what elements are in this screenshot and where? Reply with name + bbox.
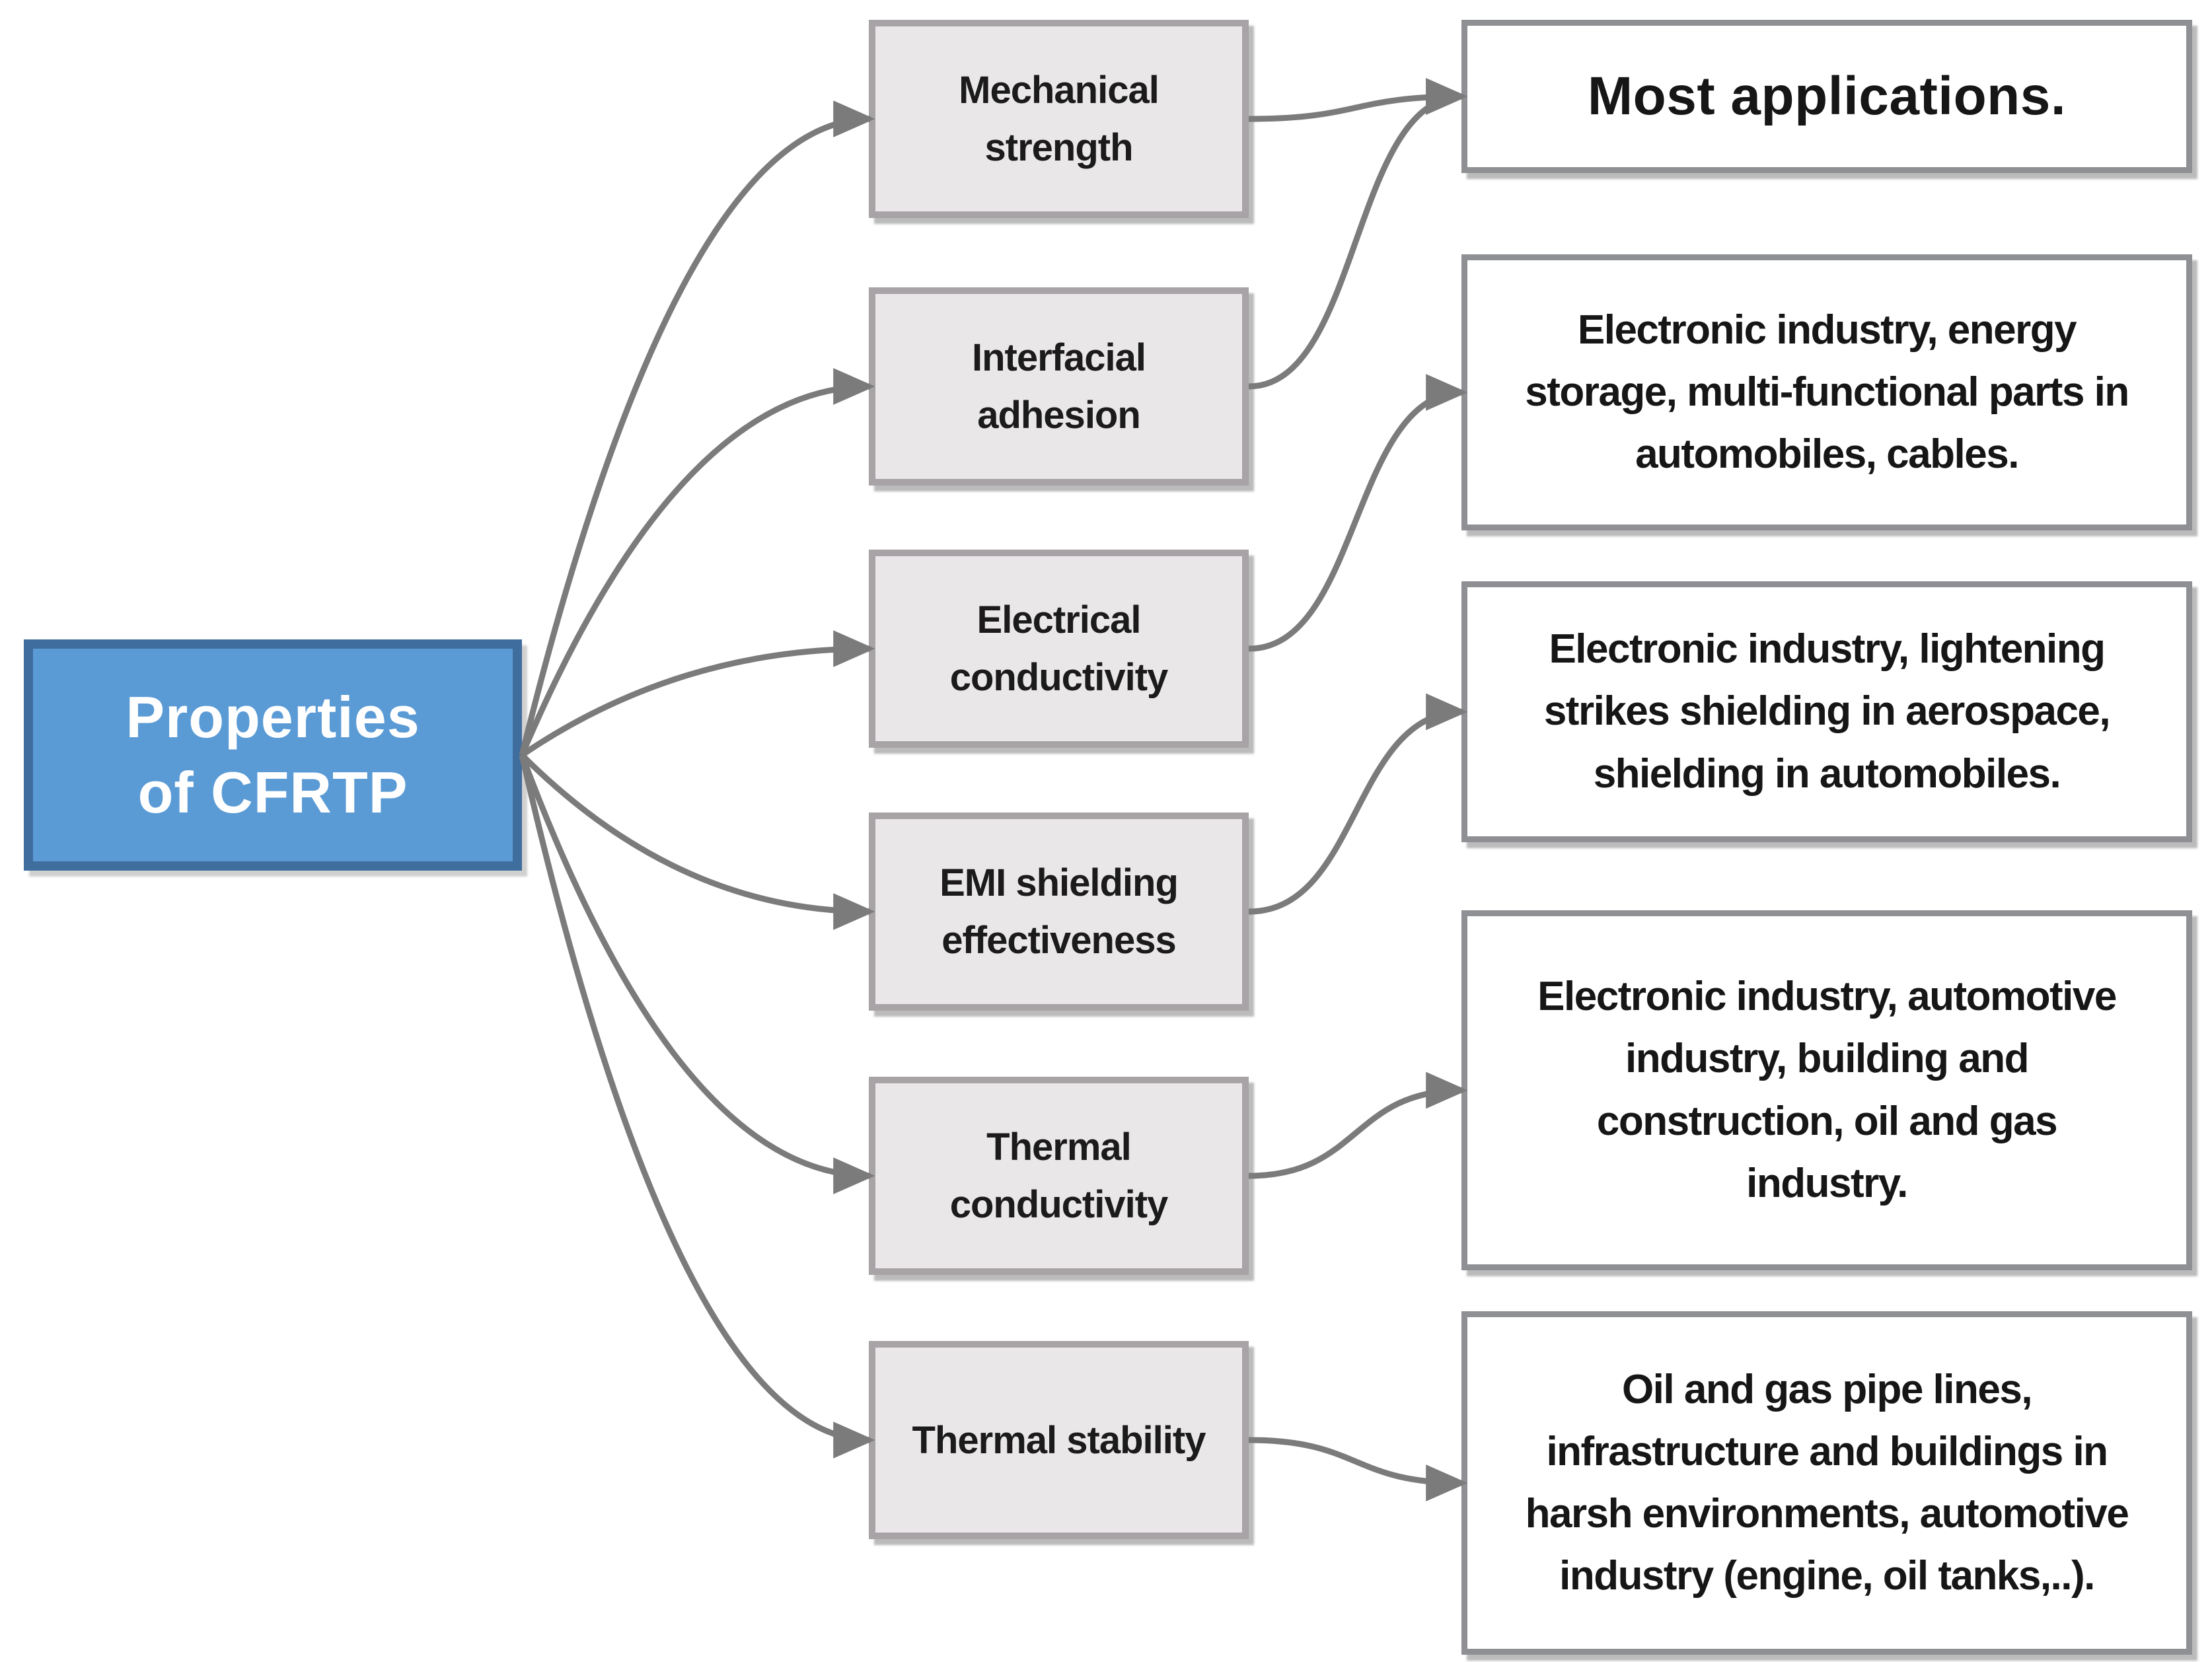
connector-arrow bbox=[1248, 78, 1468, 390]
application-label: Oil and gas pipe lines, infrastructure a… bbox=[1525, 1366, 2129, 1599]
application-box-most-applications: Most applications. bbox=[1461, 20, 2192, 173]
connector-arrow bbox=[1248, 78, 1468, 122]
application-label: Most applications. bbox=[1587, 65, 2067, 126]
connector-arrow bbox=[519, 368, 875, 756]
hub-box-properties-of-cfrtp: Properties of CFRTP bbox=[24, 639, 522, 871]
application-box-building-oil-gas: Electronic industry, automotive industry… bbox=[1461, 910, 2192, 1270]
connector-arrow bbox=[519, 754, 875, 1194]
connector-arrow bbox=[1248, 1071, 1468, 1179]
application-label: Electronic industry, energy storage, mul… bbox=[1525, 307, 2129, 478]
property-label: Thermal conductivity bbox=[949, 1126, 1169, 1226]
property-label: EMI shielding effectiveness bbox=[940, 861, 1179, 962]
connector-arrow bbox=[1248, 374, 1468, 652]
connector-arrow bbox=[1248, 1437, 1468, 1501]
property-label: Thermal stability bbox=[912, 1418, 1206, 1462]
connector-arrow bbox=[520, 630, 875, 758]
hub-label: Properties of CFRTP bbox=[126, 684, 420, 825]
property-box-electrical-conductivity: Electrical conductivity bbox=[869, 550, 1249, 748]
application-label: Electronic industry, lightening strikes … bbox=[1543, 626, 2111, 797]
application-box-pipelines-harsh-environments: Oil and gas pipe lines, infrastructure a… bbox=[1461, 1311, 2192, 1655]
property-box-emi-shielding-effectiveness: EMI shielding effectiveness bbox=[869, 813, 1249, 1011]
property-label: Mechanical strength bbox=[959, 69, 1160, 169]
connector-arrow bbox=[519, 100, 875, 756]
property-box-thermal-stability: Thermal stability bbox=[869, 1341, 1249, 1539]
connector-arrow bbox=[1248, 693, 1468, 915]
application-label: Electronic industry, automotive industry… bbox=[1537, 974, 2117, 1206]
property-label: Electrical conductivity bbox=[949, 598, 1169, 699]
connector-arrow bbox=[519, 754, 875, 1459]
application-box-aerospace-automobile-shielding: Electronic industry, lightening strikes … bbox=[1461, 581, 2192, 842]
property-box-mechanical-strength: Mechanical strength bbox=[869, 20, 1249, 218]
property-label: Interfacial adhesion bbox=[972, 336, 1146, 437]
application-box-electronics-energy-storage: Electronic industry, energy storage, mul… bbox=[1461, 254, 2192, 530]
property-box-thermal-conductivity: Thermal conductivity bbox=[869, 1077, 1249, 1275]
property-box-interfacial-adhesion: Interfacial adhesion bbox=[869, 287, 1249, 486]
connector-arrow bbox=[519, 752, 875, 930]
